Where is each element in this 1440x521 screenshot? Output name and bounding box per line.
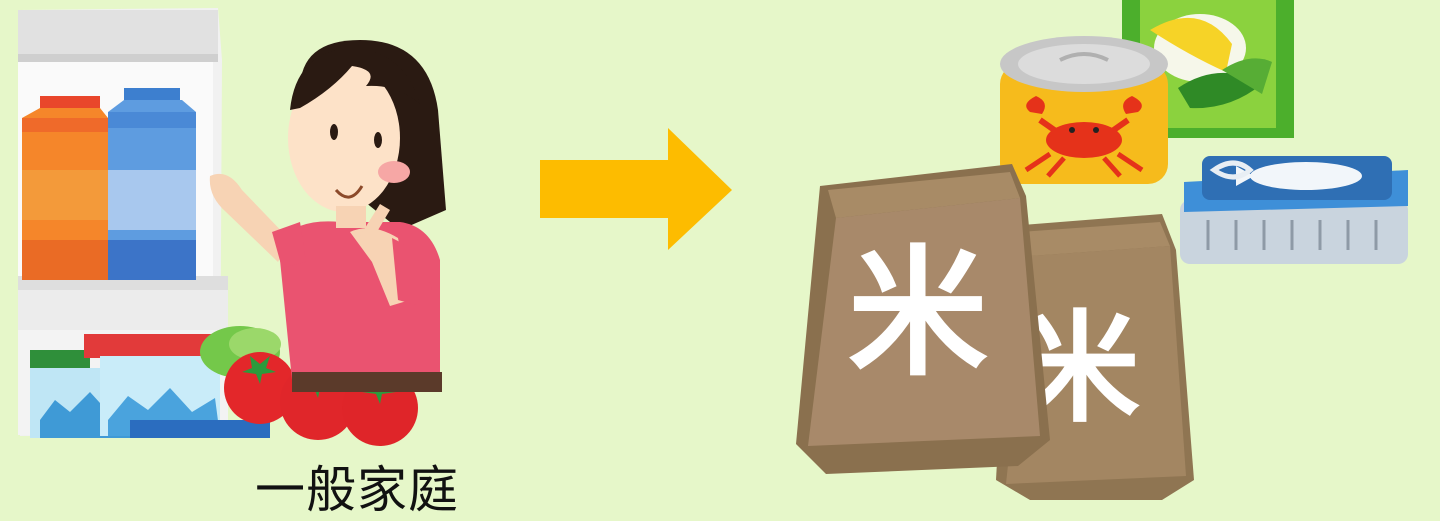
rice-bag-front-label: 米 [848,233,988,396]
rice-bag-front: 米 [796,164,1050,474]
fish-tin [1180,156,1408,264]
orange-carton [22,96,108,280]
caption-household: 一般家庭 [255,461,459,519]
blue-carton [108,88,196,280]
woman [209,40,446,392]
crab-can [1000,36,1168,184]
arrow-right-icon [540,128,732,250]
stockpile-illustration: 米 米 [796,0,1408,500]
food-containers [30,334,270,438]
household-illustration [18,8,446,446]
